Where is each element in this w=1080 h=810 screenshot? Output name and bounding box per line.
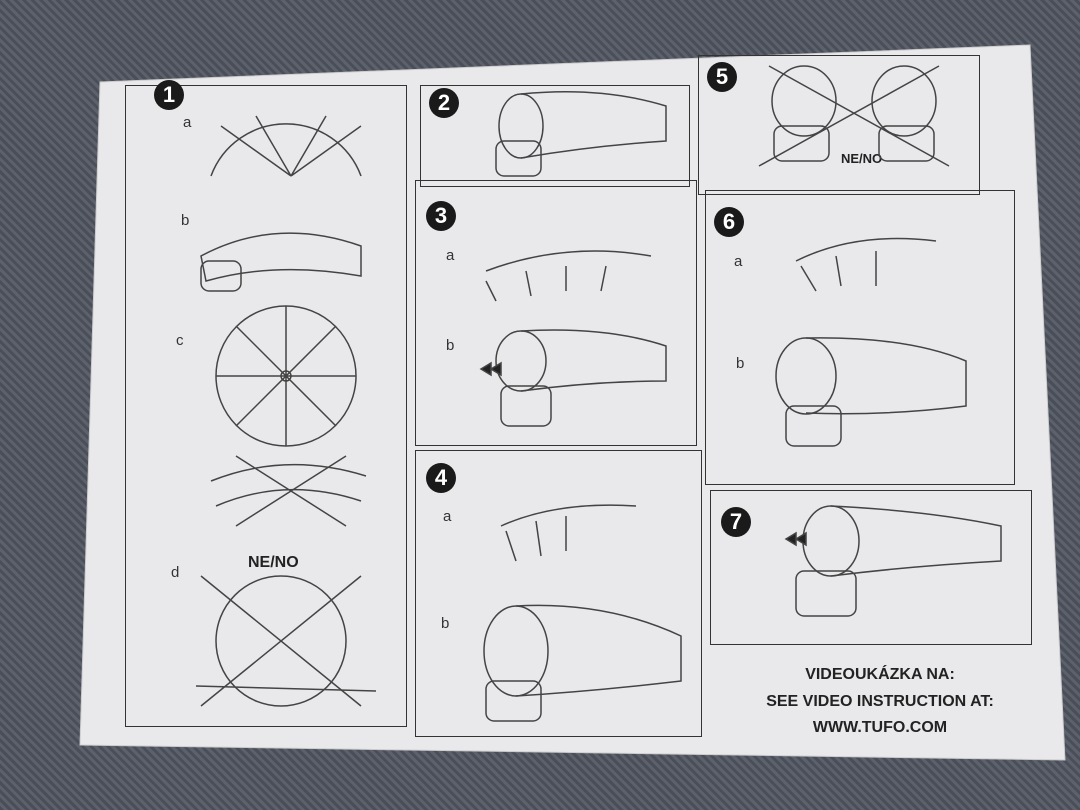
step-7-number: 7 [721,507,751,537]
step-1a-label: a [183,114,192,131]
step-1c-label: c [176,332,184,349]
tire-illustration [784,505,1002,617]
step-6a-label: a [734,253,743,270]
step-6b-label: b [736,355,745,372]
step-4-panel: 4 a b [415,450,702,737]
step-3a-label: a [446,247,455,264]
step-3-panel: 3 a b [415,180,697,446]
step-6-panel: 6 a b [705,190,1015,485]
step-1d-label: d [171,564,180,581]
step-2-number: 2 [429,88,459,118]
step-2-panel: 2 [420,85,690,187]
step-1-panel: 1 a b c d NE/NO [125,80,407,727]
wrong-mounting-illustration [758,65,950,167]
footer-line-1: VIDEOUKÁZKA NA: [805,666,955,683]
step-4-number: 4 [426,463,456,493]
step-5-number: 5 [707,62,737,92]
step-1-warning: NE/NO [248,554,299,571]
step-7-panel: 7 [710,490,1032,645]
step-1-number: 1 [154,80,184,110]
footer-url: WWW.TUFO.COM [812,719,948,736]
step-3-number: 3 [426,201,456,231]
step-5-warning: NE/NO [841,151,883,166]
step-4b-label: b [441,615,450,632]
step-6-number: 6 [714,207,744,237]
step-3b-label: b [446,337,455,354]
tire-illustration [495,90,667,177]
tire-illustration [775,237,967,447]
wheel-illustrations [195,115,377,707]
footer-line-2: SEE VIDEO INSTRUCTION AT: [766,693,994,710]
step-4a-label: a [443,508,452,525]
tire-illustration [483,504,682,722]
step-1b-label: b [181,212,190,229]
tire-illustration [479,250,667,427]
step-5-panel: 5 NE/NO [698,55,980,195]
